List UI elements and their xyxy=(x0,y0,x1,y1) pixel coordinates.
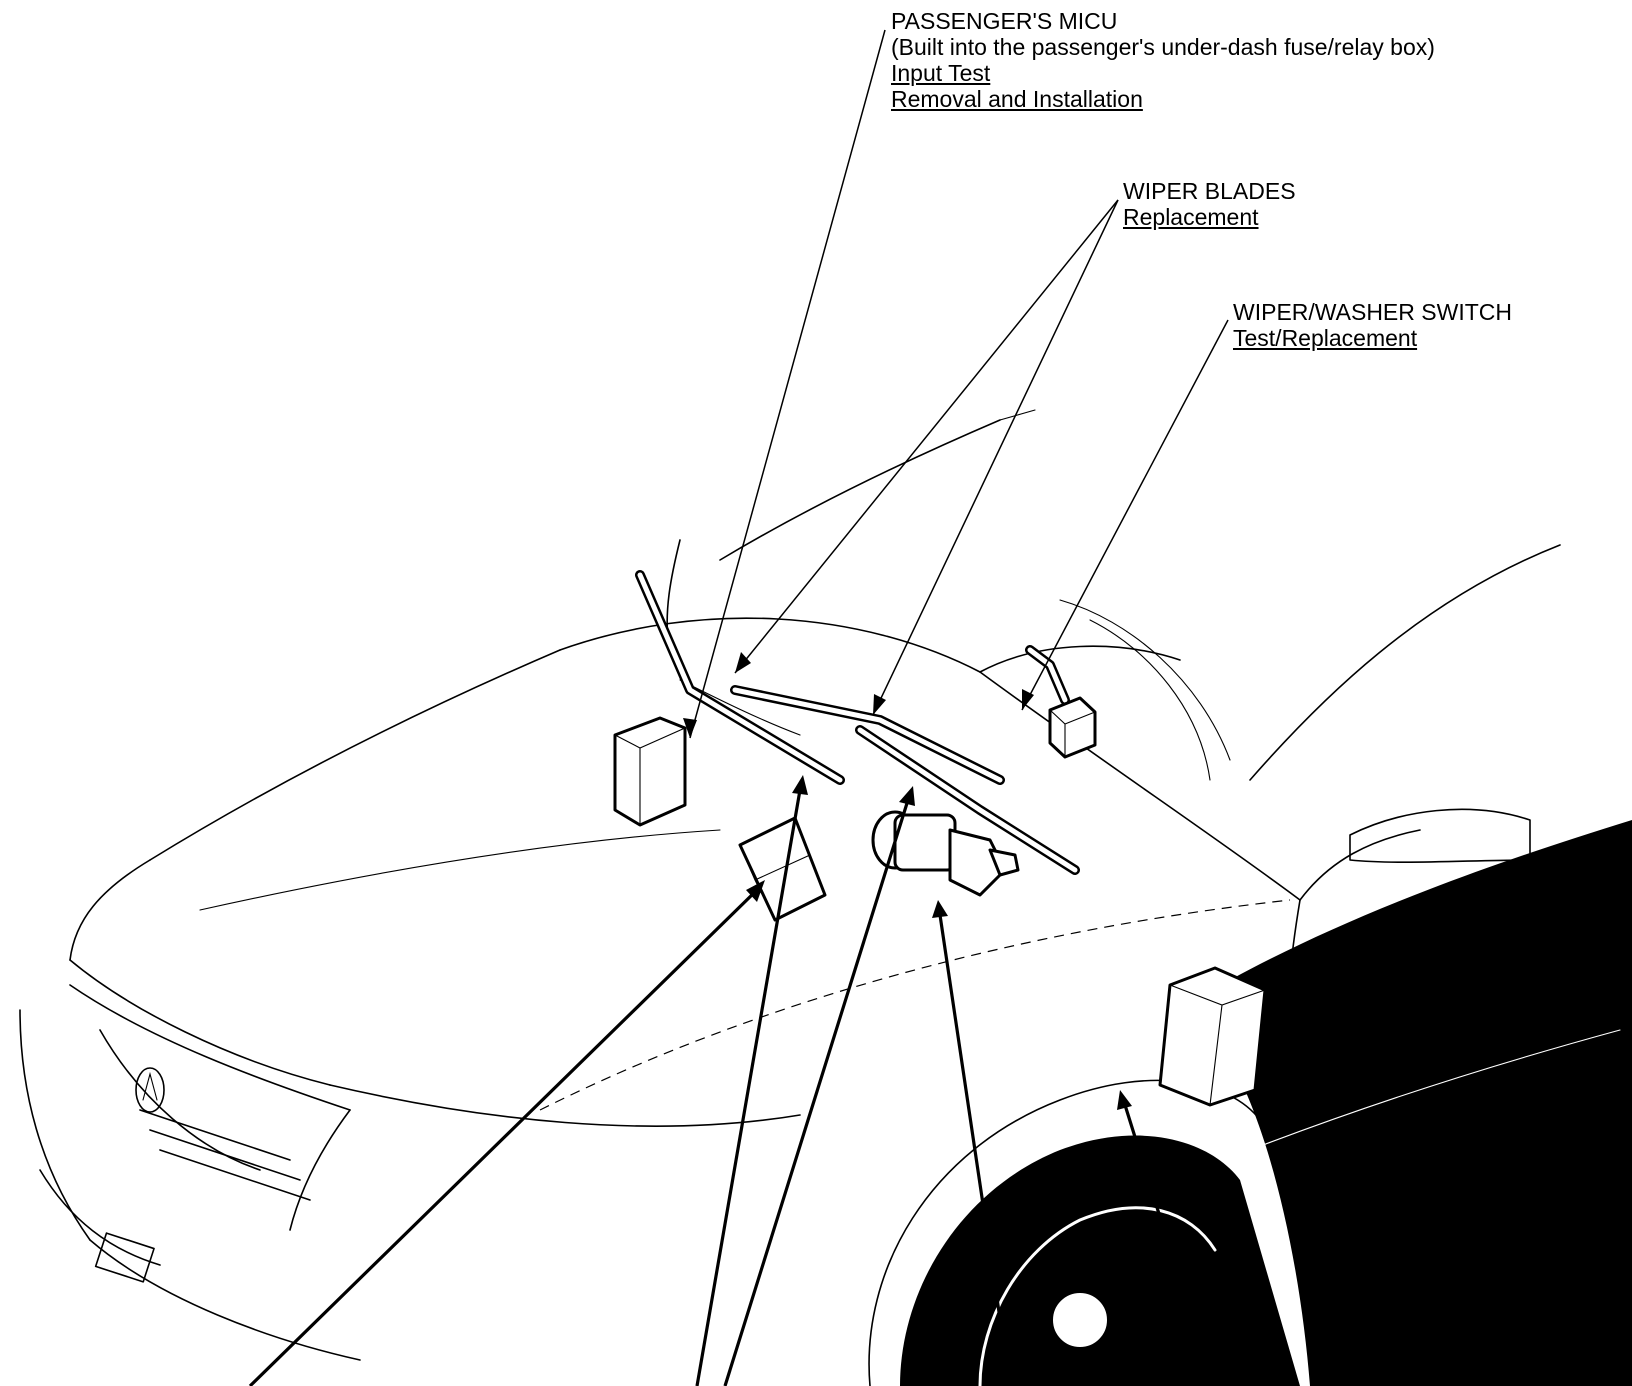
callout-drivers-micu: DRIVER'S MICU xyxy=(1118,1357,1290,1386)
callout-wiper-blades: WIPER BLADES Replacement xyxy=(1123,178,1296,230)
passengers-micu-box xyxy=(613,716,687,827)
wiper-blades-replacement-link[interactable]: Replacement xyxy=(1123,204,1259,230)
drivers-micu-box xyxy=(1158,966,1267,1107)
wiper-blades xyxy=(635,570,1080,875)
passengers-micu-title: PASSENGER'S MICU xyxy=(891,8,1118,34)
removal-and-installation-link[interactable]: Removal and Installation xyxy=(891,86,1143,112)
wiper-washer-switch-title: WIPER/WASHER SWITCH xyxy=(1233,299,1512,325)
wiper-blades-title: WIPER BLADES xyxy=(1123,178,1296,204)
vehicle-body-outline xyxy=(19,409,1632,1386)
callout-wiper-washer-switch: WIPER/WASHER SWITCH Test/Replacement xyxy=(1233,299,1512,351)
control-unit-box xyxy=(738,816,827,922)
callout-passengers-micu: PASSENGER'S MICU (Built into the passeng… xyxy=(891,8,1435,112)
leader-lines xyxy=(248,29,1229,1386)
wiper-motor xyxy=(871,810,1020,897)
passengers-micu-location-note: (Built into the passenger's under-dash f… xyxy=(891,34,1435,60)
input-test-link[interactable]: Input Test xyxy=(891,60,991,86)
wiper-washer-switch-part xyxy=(1025,645,1097,759)
test-replacement-link[interactable]: Test/Replacement xyxy=(1233,325,1418,351)
drivers-micu-title: DRIVER'S MICU xyxy=(1118,1357,1290,1383)
